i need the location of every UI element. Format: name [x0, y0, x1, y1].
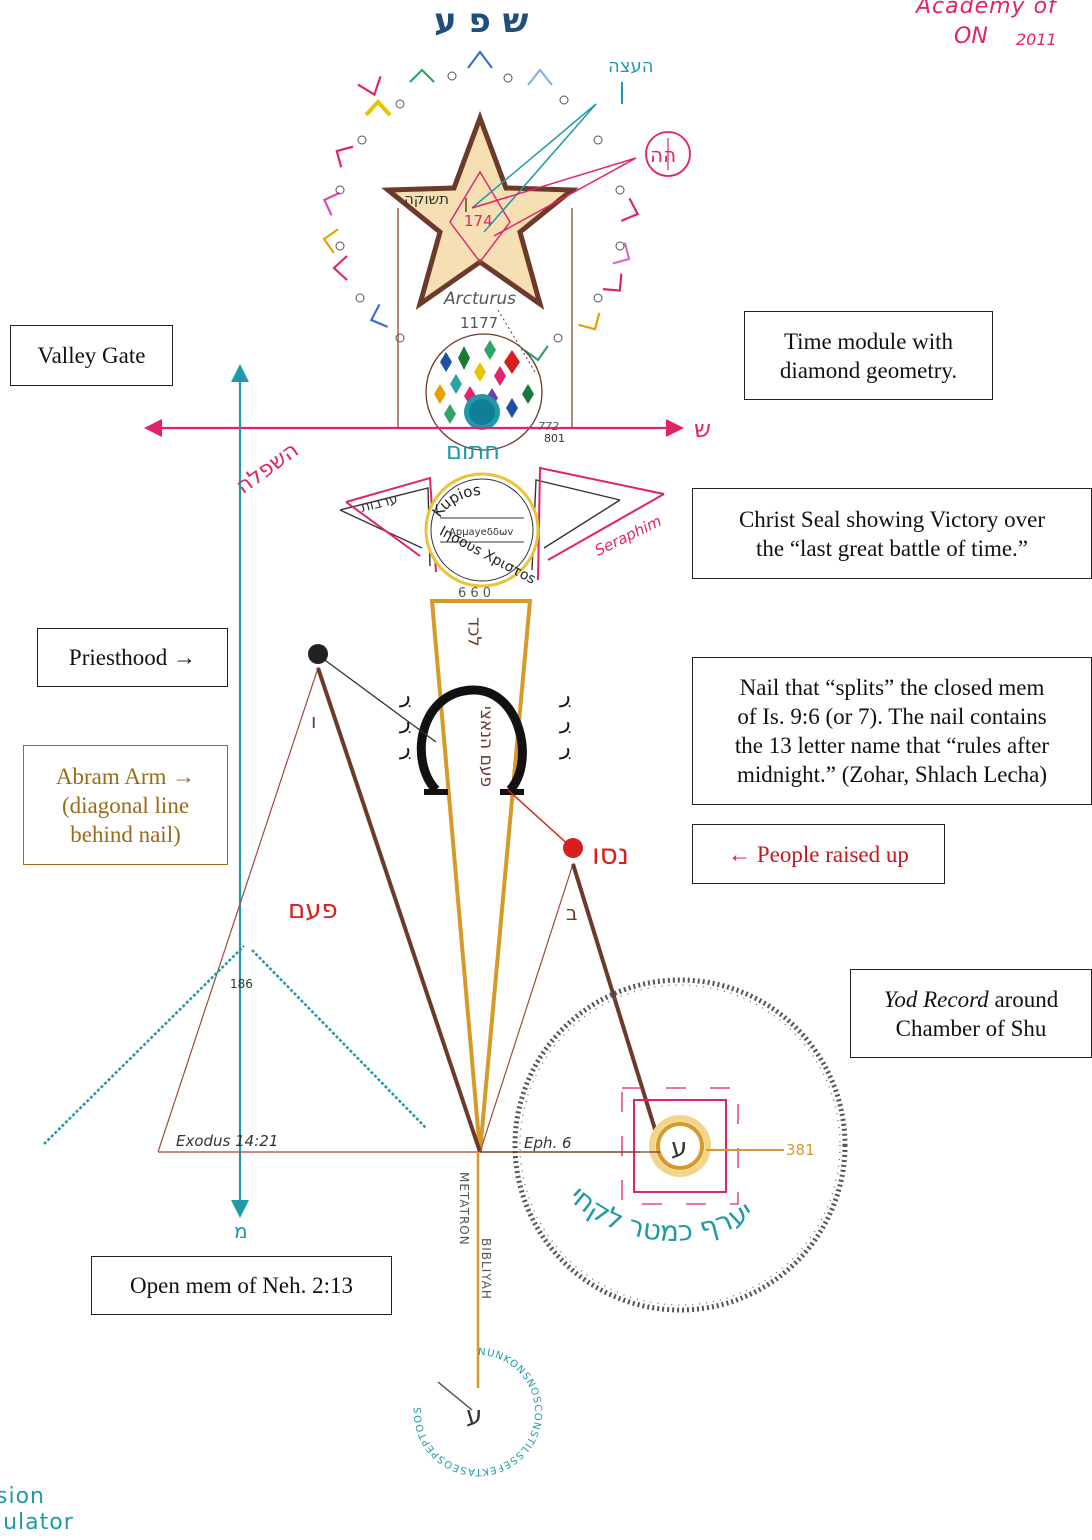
- label-381: 381: [786, 1141, 815, 1159]
- christ-seal-line1: Christ Seal showing Victory over: [738, 506, 1046, 532]
- svg-text:ڔ: ڔ: [559, 683, 572, 708]
- abram-arm-line2: (diagonal line: [61, 792, 190, 818]
- academy-line1: Academy of: [916, 0, 1057, 19]
- label-mem-bottom: מ: [234, 1219, 248, 1243]
- yod-record-rest: around: [988, 986, 1059, 1012]
- yod-record: [480, 977, 848, 1313]
- label-nail-hebrew: פעם הנאצי: [476, 706, 496, 787]
- label-eph: Eph. 6: [524, 1134, 572, 1152]
- omega-squiggles: ڔڔڔ ڔڔڔ: [399, 683, 572, 760]
- footer-line2: lulator: [0, 1510, 74, 1535]
- label-metatron: METATRON: [457, 1172, 471, 1246]
- footer-line1: sion: [0, 1484, 45, 1509]
- arcturus-star: [381, 110, 579, 311]
- triangles: [157, 666, 664, 1153]
- nail-box: Nail that “splits” the closed mem of Is.…: [692, 657, 1092, 805]
- nail-line4: midnight.” (Zohar, Shlach Lecha): [736, 762, 1048, 787]
- hh-circle: [645, 131, 691, 177]
- label-yod-hebrew: יערף כמטר לקחי: [563, 1179, 759, 1248]
- label-arcturus: Arcturus: [443, 289, 516, 309]
- people-text: ← People raised up: [728, 841, 909, 867]
- time-module-box: Time module with diamond geometry.: [744, 311, 993, 400]
- time-module-line1: Time module with: [783, 328, 954, 354]
- label-772: 772: [538, 420, 559, 433]
- nail-line1: Nail that “splits” the closed mem: [739, 675, 1045, 700]
- label-paam: פעם: [288, 895, 338, 925]
- circle-dots: [335, 71, 625, 343]
- label-bibliyah: BIBLIYAH: [479, 1238, 493, 1300]
- label-shin-right: ש: [694, 415, 711, 443]
- label-lamed: לכד: [464, 617, 485, 647]
- svg-text:ڔ: ڔ: [399, 735, 412, 760]
- label-aravot: ערבות: [359, 491, 400, 516]
- priesthood-box: Priesthood →: [37, 628, 228, 687]
- label-801: 801: [544, 432, 565, 445]
- christ-seal-box: Christ Seal showing Victory over the “la…: [692, 488, 1092, 579]
- svg-text:ڔ: ڔ: [399, 683, 412, 708]
- yod-record-line2: Chamber of Shu: [895, 1015, 1047, 1041]
- valley-gate-text: Valley Gate: [37, 343, 146, 368]
- svg-text:ڔ: ڔ: [559, 709, 572, 734]
- academy-year: 2011: [1016, 30, 1057, 49]
- label-vav: ו: [311, 709, 316, 733]
- hh-cascades: [43, 945, 427, 1145]
- time-module-line2: diamond geometry.: [779, 357, 958, 383]
- open-mem-box: Open mem of Neh. 2:13: [91, 1256, 392, 1315]
- label-shefelah: השפלה: [232, 438, 304, 500]
- label-exodus: Exodus 14:21: [176, 1132, 278, 1150]
- label-174: 174: [464, 212, 493, 230]
- christ-seal: [339, 466, 665, 588]
- people-box: ← People raised up: [692, 824, 945, 884]
- nail: [429, 599, 533, 1153]
- label-660: 6 6 0: [458, 586, 491, 601]
- label-1177: 1177: [460, 314, 498, 332]
- yod-record-line1: Yod Record around: [884, 985, 1059, 1014]
- abram-arm-box: Abram Arm → (diagonal line behind nail): [23, 745, 228, 865]
- valley-gate-box: Valley Gate: [10, 325, 173, 386]
- yod-record-box: Yod Record around Chamber of Shu: [850, 969, 1092, 1058]
- svg-text:ڔ: ڔ: [399, 709, 412, 734]
- label-hh-circle: הה: [650, 143, 676, 167]
- chevron-arc: [322, 50, 640, 362]
- open-mem-text: Open mem of Neh. 2:13: [130, 1273, 353, 1298]
- star-rays: [471, 103, 637, 237]
- arm-lines: [308, 644, 583, 858]
- label-bet: ב: [566, 901, 578, 925]
- label-haetzah: העצה: [608, 56, 653, 77]
- abram-arm-line3: behind nail): [70, 821, 181, 847]
- bottom-ring: [437, 1152, 480, 1411]
- label-ayin-bottom: ע: [466, 1401, 482, 1431]
- nail-line2: of Is. 9:6 (or 7). The nail contains: [737, 704, 1047, 729]
- label-ayin-center: ע: [671, 1133, 687, 1163]
- label-nun-s: נסו: [592, 838, 629, 871]
- priesthood-text: Priesthood →: [68, 645, 197, 670]
- label-seraphim: Seraphim: [592, 512, 665, 560]
- abram-arm-line1: Abram Arm →: [55, 763, 196, 789]
- omega-mem: [416, 685, 527, 795]
- label-teshuvah: תשוקה: [404, 190, 449, 208]
- svg-text:ڔ: ڔ: [559, 735, 572, 760]
- label-chatum: חתום: [446, 437, 500, 465]
- nail-line3: the 13 letter name that “rules after: [734, 733, 1050, 758]
- time-module: [425, 309, 543, 451]
- label-186: 186: [230, 977, 253, 991]
- star-pillars: [397, 208, 573, 428]
- label-top-hebrew: ש פ ע: [434, 1, 529, 41]
- christ-seal-line2: the “last great battle of time.”: [755, 535, 1029, 561]
- label-armageddon: Apμayeδδωv: [449, 527, 513, 538]
- academy-on: ON: [954, 24, 988, 49]
- yod-record-italic: Yod Record: [883, 986, 989, 1012]
